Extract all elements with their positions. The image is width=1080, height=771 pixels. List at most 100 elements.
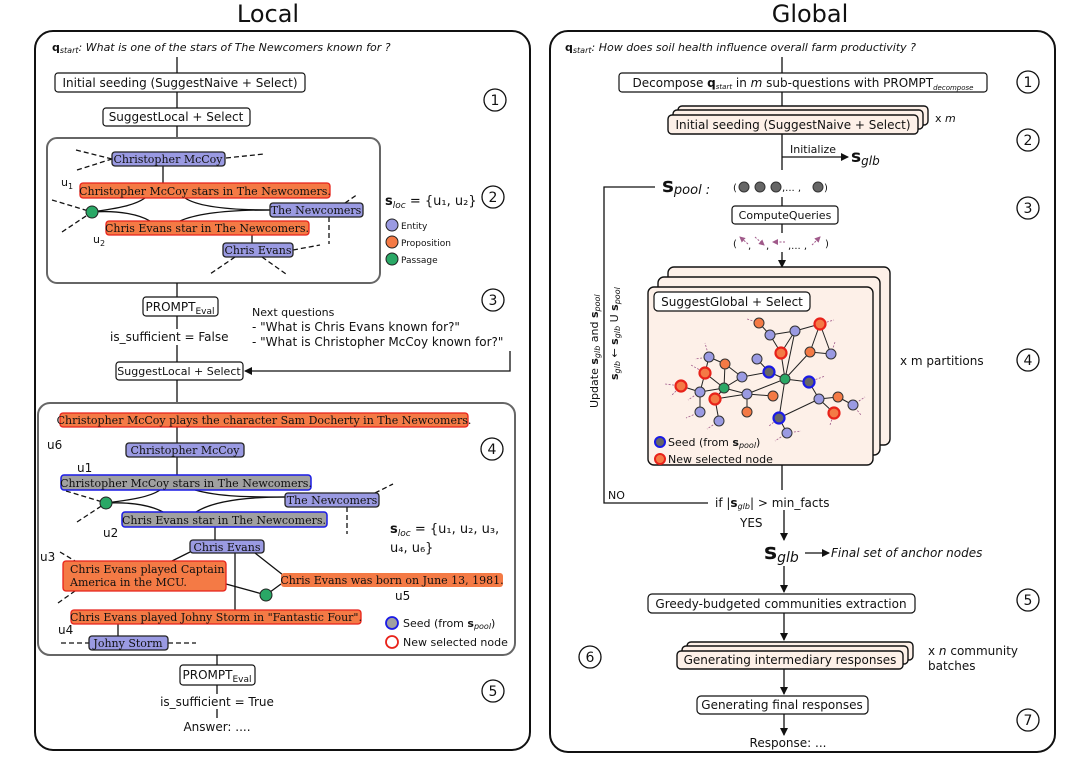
new-selected-legend-label: New selected node bbox=[403, 636, 508, 649]
local-step-2-circle bbox=[481, 185, 505, 209]
graph-edge-stub bbox=[852, 404, 862, 416]
suggest-local-label-2: SuggestLocal + Select bbox=[117, 365, 241, 378]
global-step-4-number: 4 bbox=[1024, 353, 1033, 369]
query-vectors: ( , , ,... , ) bbox=[733, 236, 829, 252]
svg-text:): ) bbox=[824, 183, 828, 194]
next-question-2: - "What is Christopher McCoy known for?" bbox=[252, 335, 503, 349]
entity-chris-evans-2: Chris Evans bbox=[194, 541, 261, 554]
seed-legend-label: Seed (from spool) bbox=[403, 617, 495, 631]
seed-legend-icon bbox=[654, 436, 666, 448]
entity-the-newcomers-2: The Newcomers bbox=[287, 494, 378, 507]
local-step-2-number: 2 bbox=[489, 190, 498, 206]
s-pool-label: spool : bbox=[662, 173, 710, 198]
passage-node bbox=[718, 382, 730, 394]
global-step-5-number: 5 bbox=[1024, 593, 1033, 609]
entity-node bbox=[736, 371, 748, 383]
seed-legend-icon bbox=[385, 616, 399, 630]
global-step-5-circle bbox=[1016, 588, 1040, 612]
s-glb-final: sglb bbox=[764, 540, 799, 566]
suggest-global-box bbox=[653, 291, 811, 312]
graph-edge-stub bbox=[706, 420, 720, 430]
graph-edge-stub bbox=[830, 341, 836, 355]
graph-edge-stub bbox=[808, 375, 826, 383]
local-initial-seeding-label: Initial seeding (SuggestNaive + Select) bbox=[62, 76, 297, 90]
graph-edge-stub bbox=[829, 412, 835, 426]
initialize-label: Initialize bbox=[790, 143, 836, 156]
entity-node bbox=[694, 406, 706, 418]
global-question: qstart: How does soil health influence o… bbox=[565, 41, 916, 55]
suggest-local-box-1: SuggestLocal + Select bbox=[102, 107, 251, 127]
new-selected-node bbox=[698, 366, 712, 380]
greedy-label: Greedy-budgeted communities extraction bbox=[655, 597, 906, 611]
graph-edge bbox=[778, 398, 820, 419]
graph-edge bbox=[746, 378, 786, 395]
u6-label: u6 bbox=[47, 438, 62, 452]
global-step-6-circle bbox=[578, 645, 602, 669]
times-partitions: x m partitions bbox=[900, 354, 984, 368]
legend-proposition-label: Proposition bbox=[401, 239, 451, 249]
s-glb-init: sglb bbox=[851, 147, 880, 168]
local-initial-seeding-box: Initial seeding (SuggestNaive + Select) bbox=[54, 72, 306, 93]
entity-node bbox=[694, 386, 706, 398]
partition-cards: SuggestGlobal + Select Seed (from spool)… bbox=[647, 266, 891, 466]
sloc-1: sloc = {u₁, u₂} bbox=[385, 194, 477, 211]
local-question: qstart: What is one of the stars of The … bbox=[52, 41, 391, 55]
entity-node bbox=[781, 427, 793, 439]
prompt-eval-box-2: PROMPTEval bbox=[179, 664, 256, 686]
global-step-7-circle bbox=[1016, 708, 1040, 732]
final-responses-box: Generating final responses bbox=[696, 695, 869, 715]
proposition-mccoy-stars: Christopher McCoy stars in The Newcomers… bbox=[79, 185, 331, 198]
u2-label-2: u2 bbox=[103, 526, 118, 540]
proposition-node bbox=[741, 406, 753, 418]
svg-text:(: ( bbox=[733, 239, 737, 250]
no-label: NO bbox=[608, 489, 625, 502]
new-selected-legend-icon bbox=[385, 635, 399, 649]
proposition-node bbox=[832, 391, 844, 403]
local-step-3-circle bbox=[481, 288, 505, 312]
u1-label-2: u1 bbox=[77, 461, 92, 475]
entity-node bbox=[751, 353, 763, 365]
graph-edge-stub bbox=[852, 396, 866, 406]
final-anchor-label: Final set of anchor nodes bbox=[831, 546, 982, 560]
graph-edge-stub bbox=[774, 432, 788, 442]
global-title: Global bbox=[772, 0, 849, 28]
legend-passage-icon bbox=[385, 252, 399, 266]
u2-label: u2 bbox=[93, 233, 105, 248]
entity-node bbox=[703, 351, 715, 363]
local-step-4-circle bbox=[480, 437, 504, 461]
seed-node bbox=[802, 375, 816, 389]
proposition-node bbox=[753, 317, 765, 329]
global-step-2-number: 2 bbox=[1024, 133, 1033, 149]
proposition-node bbox=[767, 390, 779, 402]
graph-edge-stub bbox=[694, 356, 710, 360]
global-initial-seeding-stack: Initial seeding (SuggestNaive + Select) bbox=[667, 105, 929, 135]
proposition-mccoy-docherty: Christopher McCoy plays the character Sa… bbox=[57, 414, 472, 427]
proposition-node bbox=[719, 358, 731, 370]
graph-edge-stub bbox=[664, 383, 682, 387]
entity-chris-evans: Chris Evans bbox=[225, 244, 292, 257]
is-sufficient-true: is_sufficient = True bbox=[160, 695, 274, 709]
local-step-1-number: 1 bbox=[491, 93, 500, 109]
entity-node bbox=[741, 388, 753, 400]
entity-node bbox=[764, 329, 776, 341]
entity-christopher-mccoy-2: Christopher McCoy bbox=[130, 444, 240, 457]
seed-evans-star: Chris Evans star in The Newcomers. bbox=[122, 514, 326, 527]
graph-edge-stub bbox=[687, 391, 701, 401]
update-text: Update sglb and spool bbox=[588, 294, 602, 408]
svg-text:,... ,: ,... , bbox=[782, 183, 801, 194]
answer: Answer: .... bbox=[183, 720, 250, 734]
new-selected-node bbox=[827, 406, 841, 420]
local-step-5-circle bbox=[481, 679, 505, 703]
greedy-box: Greedy-budgeted communities extraction bbox=[647, 593, 916, 614]
compute-queries-box: ComputeQueries bbox=[731, 205, 839, 225]
update-formula: sglb ← sglb U spool bbox=[608, 286, 622, 380]
graph-edge-stub bbox=[768, 417, 780, 427]
passage-node bbox=[85, 205, 99, 219]
new-selected-legend-icon bbox=[654, 453, 666, 465]
local-step-4-number: 4 bbox=[488, 442, 497, 458]
graph-edge-stub bbox=[704, 342, 710, 358]
s-pool-tuple: ( ,... , ) bbox=[733, 181, 828, 194]
